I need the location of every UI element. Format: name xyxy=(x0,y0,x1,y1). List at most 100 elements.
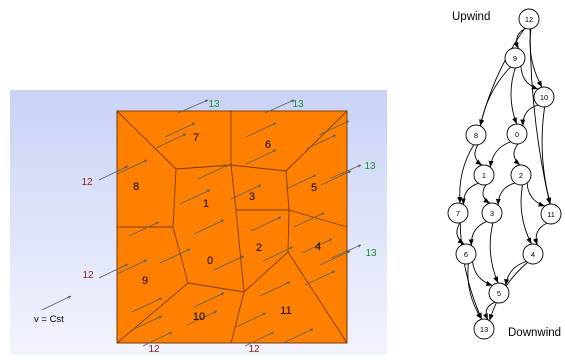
graph-node-label: 11 xyxy=(547,210,555,219)
boundary-arrow xyxy=(330,164,362,179)
graph-node-1 xyxy=(473,164,495,186)
mesh-edge xyxy=(230,164,237,211)
boundary-arrow xyxy=(98,165,129,181)
graph-edge-6-13 xyxy=(467,263,483,320)
mesh-edge xyxy=(287,251,348,344)
boundary-arrow xyxy=(264,99,295,114)
boundary-arrow xyxy=(142,331,173,347)
mesh-edge xyxy=(243,251,289,293)
cell-6-label: 6 xyxy=(265,139,271,151)
graph-edge-3-6 xyxy=(468,220,487,246)
graph-edge-1-3 xyxy=(482,184,491,204)
outflow-label: 13 xyxy=(292,99,304,110)
graph-edge-1-7 xyxy=(460,182,479,205)
flow-arrow xyxy=(245,122,277,138)
flow-arrow xyxy=(131,297,163,313)
graph-edge-9-0 xyxy=(510,67,518,125)
graph-edge-4-5 xyxy=(504,261,527,286)
graph-node-label: 5 xyxy=(497,289,501,298)
graph-node-11 xyxy=(540,203,562,225)
cell-10-label: 10 xyxy=(193,311,205,323)
graph-node-label: 9 xyxy=(513,54,517,63)
inflow-label: 12 xyxy=(148,344,160,355)
graph-edge-11-4 xyxy=(532,222,548,246)
mesh-edge xyxy=(116,110,177,170)
outflow-label: 13 xyxy=(364,161,376,172)
graph-edge-9-10 xyxy=(520,65,539,90)
mesh-edge xyxy=(288,209,348,228)
graph-node-10 xyxy=(533,86,555,108)
boundary-arrow xyxy=(330,244,362,259)
flow-arrow xyxy=(304,270,336,286)
inflow-label: 12 xyxy=(248,344,260,355)
flow-arrow xyxy=(131,315,163,331)
boundary-arrow xyxy=(177,99,209,114)
mesh-edge xyxy=(235,209,245,293)
flow-arrow xyxy=(259,281,291,297)
graph-node-label: 8 xyxy=(474,131,478,140)
graph-edge-8-7 xyxy=(457,144,475,204)
graph-node-label: 0 xyxy=(515,130,519,139)
graph-node-7 xyxy=(447,202,469,224)
graph-node-0 xyxy=(506,123,528,145)
flow-arrow xyxy=(159,248,191,264)
graph-node-label: 12 xyxy=(525,15,533,24)
downwind-label: Downwind xyxy=(508,327,561,339)
flow-arrow xyxy=(319,250,351,266)
inflow-label: 12 xyxy=(81,177,93,188)
graph-edge-8-1 xyxy=(474,144,483,166)
flow-arrow xyxy=(164,122,196,138)
flow-arrows xyxy=(98,99,362,347)
flow-arrow xyxy=(262,246,294,262)
mesh-edge xyxy=(285,170,290,211)
cell-8-label: 8 xyxy=(133,181,139,193)
velocity-arrow xyxy=(41,295,72,311)
cell-7-label: 7 xyxy=(193,132,199,144)
mesh-edge xyxy=(285,110,348,172)
flow-arrow xyxy=(305,134,337,150)
graph-node-12 xyxy=(518,8,540,30)
graph-edge-7-13 xyxy=(459,222,483,320)
graph-node-label: 2 xyxy=(519,171,523,180)
graph-edge-12-11 xyxy=(529,28,551,205)
flow-arrow xyxy=(282,328,314,344)
cell-4-label: 4 xyxy=(315,241,321,253)
flow-arrow xyxy=(301,238,333,254)
boundary-arrow xyxy=(244,331,275,347)
mesh-edge xyxy=(172,168,177,228)
graph-node-5 xyxy=(488,282,510,304)
graph-edge-0-2 xyxy=(513,143,521,166)
flow-arrow xyxy=(213,255,245,271)
graph-edge-2-4 xyxy=(520,184,532,245)
mesh-edge xyxy=(172,226,189,284)
graph-edge-2-11 xyxy=(526,182,546,207)
upwind-label: Upwind xyxy=(452,11,490,23)
graph-node-8 xyxy=(465,124,487,146)
cell-1-label: 1 xyxy=(203,198,209,210)
graph-node-label: 13 xyxy=(480,325,488,334)
flow-arrow xyxy=(318,120,350,136)
graph-node-4 xyxy=(522,243,544,265)
graph-node-label: 6 xyxy=(464,250,468,259)
flow-arrow xyxy=(235,312,267,328)
graph-node-label: 7 xyxy=(456,209,460,218)
mesh-edge xyxy=(230,291,245,344)
graph-node-label: 3 xyxy=(490,209,494,218)
graph-edge-7-6 xyxy=(456,222,465,245)
flow-arrow xyxy=(320,170,352,186)
graph-edge-6-5 xyxy=(472,261,493,286)
mesh-edges xyxy=(116,110,348,344)
cell-11-label: 11 xyxy=(280,305,291,317)
boundary-arrow xyxy=(98,263,129,279)
graph-edge-9-8 xyxy=(479,66,511,127)
graph-node-6 xyxy=(455,243,477,265)
flow-arrow xyxy=(250,216,282,232)
flow-arrow xyxy=(293,212,325,228)
graph-edge-2-3 xyxy=(495,182,516,206)
flow-arrow xyxy=(179,189,211,205)
mesh-edge xyxy=(287,209,290,253)
